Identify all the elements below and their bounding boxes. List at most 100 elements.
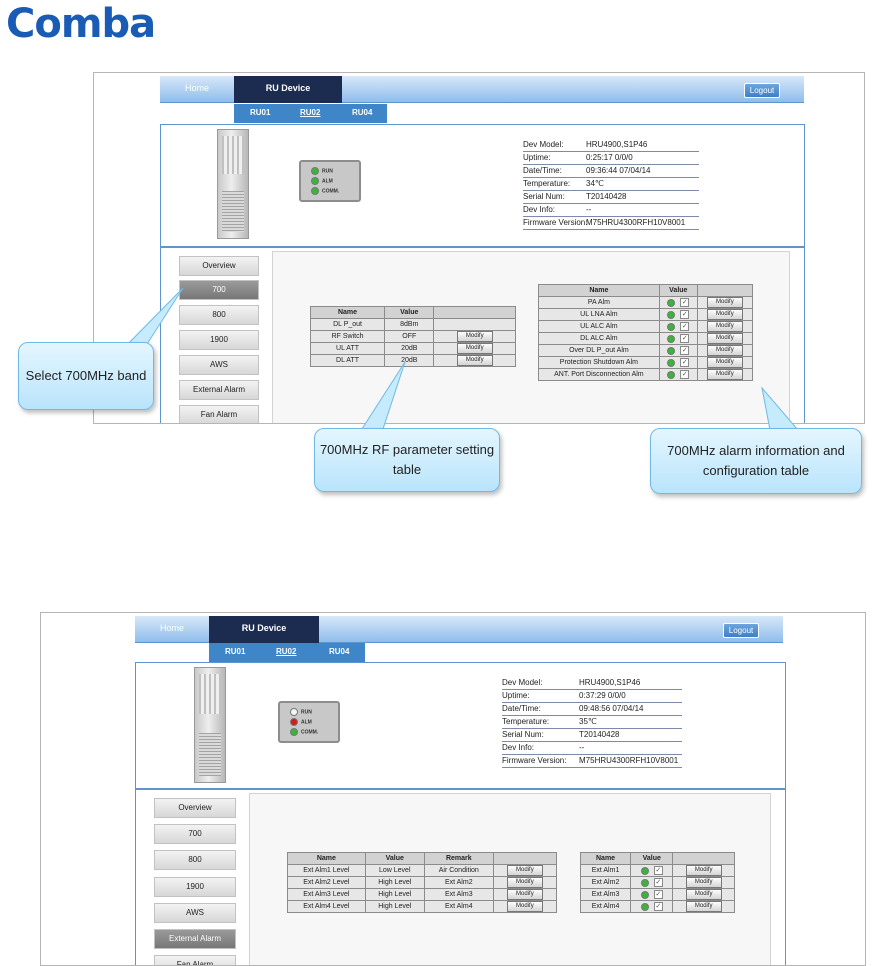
side-1900[interactable]: 1900 [154, 877, 236, 897]
table-row: UL ALC Alm✓Modify [538, 320, 754, 333]
led-run: RUN [311, 167, 333, 175]
table-row: Ext Alm4✓Modify [579, 900, 735, 913]
alarm-enable-checkbox[interactable]: ✓ [653, 866, 663, 875]
callout-rf-table: 700MHz RF parameter setting table [314, 428, 500, 492]
info-row: Dev Info:-- [523, 204, 699, 217]
ru-subnav: RU01 RU02 RU04 [234, 104, 387, 123]
side-aws[interactable]: AWS [154, 903, 236, 923]
logout-button[interactable]: Logout [723, 623, 759, 638]
alarm-enable-checkbox[interactable]: ✓ [680, 346, 690, 355]
info-row: Dev Model:HRU4900,S1P46 [502, 677, 682, 690]
side-overview[interactable]: Overview [154, 798, 236, 818]
modify-button[interactable]: Modify [685, 877, 722, 888]
top-nav-bar: Home RU Device Logout [135, 616, 783, 643]
side-external-alarm[interactable]: External Alarm [179, 380, 259, 400]
nav-ru-device[interactable]: RU Device [209, 616, 319, 643]
side-aws[interactable]: AWS [179, 355, 259, 375]
modify-button[interactable]: Modify [706, 321, 743, 332]
alarm-status-icon [667, 298, 676, 307]
info-row: Dev Info:-- [502, 742, 682, 755]
alarm-status-icon [640, 866, 649, 875]
modify-button[interactable]: Modify [706, 309, 743, 320]
info-row: Firmware Version:M75HRU4300RFH10V8001 [502, 755, 682, 768]
info-row: Temperature:35℃ [502, 716, 682, 729]
modify-button[interactable]: Modify [506, 889, 543, 900]
nav-home[interactable]: Home [184, 83, 209, 93]
led-indicator-panel: RUN ALM COMM. [299, 160, 361, 202]
modify-button[interactable]: Modify [456, 355, 493, 366]
modify-button[interactable]: Modify [706, 345, 743, 356]
device-status-panel: RUN ALM COMM. Dev Model:HRU4900,S1P46 Up… [160, 124, 805, 247]
alarm-enable-checkbox[interactable]: ✓ [680, 298, 690, 307]
device-status-panel: RUN ALM COMM. Dev Model:HRU4900,S1P46 Up… [135, 662, 786, 789]
modify-button[interactable]: Modify [706, 297, 743, 308]
info-row: Date/Time:09:36:44 07/04/14 [523, 165, 699, 178]
side-1900[interactable]: 1900 [179, 330, 259, 350]
modify-button[interactable]: Modify [506, 877, 543, 888]
info-row: Serial Num:T20140428 [523, 191, 699, 204]
modify-button[interactable]: Modify [685, 865, 722, 876]
callout-select-band: Select 700MHz band [18, 342, 154, 410]
screenshot-700mhz: Home RU Device Logout RU01 RU02 RU04 RUN… [93, 72, 865, 424]
alarm-status-icon [640, 902, 649, 911]
run-led-icon [290, 708, 298, 716]
info-row: Firmware Version:M75HRU4300RFH10V8001 [523, 217, 699, 230]
logout-button[interactable]: Logout [744, 83, 780, 98]
modify-button[interactable]: Modify [706, 369, 743, 380]
alarm-enable-checkbox[interactable]: ✓ [680, 358, 690, 367]
modify-button[interactable]: Modify [506, 901, 543, 912]
modify-button[interactable]: Modify [685, 889, 722, 900]
side-fan-alarm[interactable]: Fan Alarm [179, 405, 259, 423]
led-comm: COMM. [290, 728, 318, 736]
alarm-enable-checkbox[interactable]: ✓ [680, 370, 690, 379]
led-alm: ALM [290, 718, 312, 726]
subnav-ru01[interactable]: RU01 [225, 647, 246, 656]
device-info-list: Dev Model:HRU4900,S1P46 Uptime:0:37:29 0… [502, 677, 682, 768]
nav-ru-device[interactable]: RU Device [234, 76, 342, 103]
modify-button[interactable]: Modify [706, 333, 743, 344]
subnav-ru02[interactable]: RU02 [276, 647, 297, 656]
comm-led-icon [311, 187, 319, 195]
side-fan-alarm[interactable]: Fan Alarm [154, 955, 236, 965]
subnav-ru04[interactable]: RU04 [329, 647, 350, 656]
table-row: Ext Alm2✓Modify [579, 876, 735, 889]
subnav-ru04[interactable]: RU04 [352, 108, 373, 117]
side-800[interactable]: 800 [154, 850, 236, 870]
side-external-alarm[interactable]: External Alarm [154, 929, 236, 949]
alarm-enable-checkbox[interactable]: ✓ [653, 902, 663, 911]
info-row: Serial Num:T20140428 [502, 729, 682, 742]
side-overview[interactable]: Overview [179, 256, 259, 276]
nav-home[interactable]: Home [159, 623, 184, 633]
led-run: RUN [290, 708, 312, 716]
modify-button[interactable]: Modify [706, 357, 743, 368]
device-info-list: Dev Model:HRU4900,S1P46 Uptime:0:25:17 0… [523, 139, 699, 230]
alarm-enable-checkbox[interactable]: ✓ [680, 322, 690, 331]
table-row: ANT. Port Disconnection Alm✓Modify [538, 368, 754, 381]
subnav-ru02[interactable]: RU02 [300, 108, 321, 117]
led-alm: ALM [311, 177, 333, 185]
modify-button[interactable]: Modify [456, 331, 493, 342]
alarm-enable-checkbox[interactable]: ✓ [680, 310, 690, 319]
subnav-ru01[interactable]: RU01 [250, 108, 271, 117]
modify-button[interactable]: Modify [456, 343, 493, 354]
side-700[interactable]: 700 [179, 280, 259, 300]
alarm-enable-checkbox[interactable]: ✓ [653, 890, 663, 899]
modify-button[interactable]: Modify [685, 901, 722, 912]
alarm-enable-checkbox[interactable]: ✓ [653, 878, 663, 887]
alarm-status-icon [667, 370, 676, 379]
alm-led-icon [311, 177, 319, 185]
band-panel: Overview 700 800 1900 AWS External Alarm… [160, 247, 805, 423]
alm-led-icon [290, 718, 298, 726]
side-800[interactable]: 800 [179, 305, 259, 325]
alarm-enable-checkbox[interactable]: ✓ [680, 334, 690, 343]
device-image [194, 667, 226, 783]
modify-button[interactable]: Modify [506, 865, 543, 876]
side-700[interactable]: 700 [154, 824, 236, 844]
